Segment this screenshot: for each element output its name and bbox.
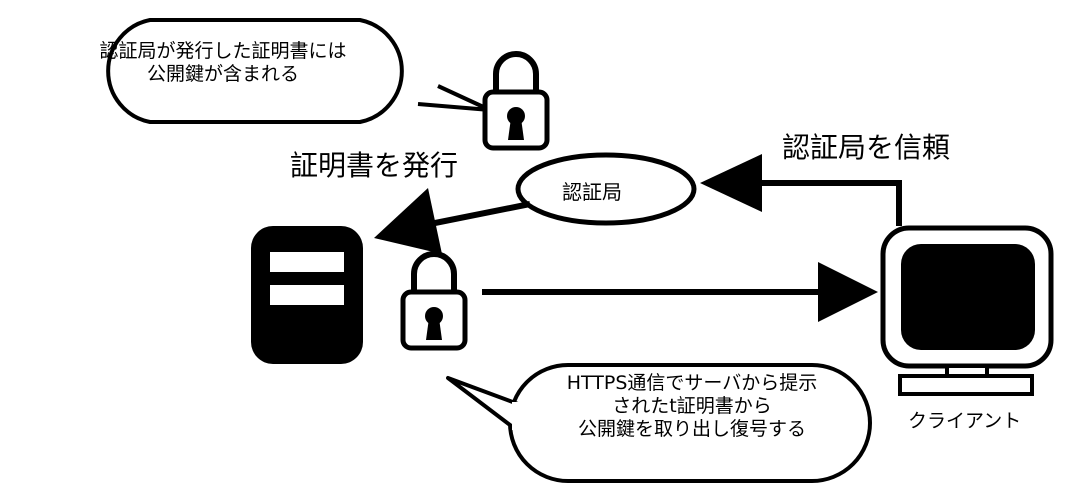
bottom-bubble-line: されたt証明書から [612,395,772,418]
issue-arrow [374,188,531,254]
server-icon [251,226,363,364]
top-bubble-line: 認証局が発行した証明書には [99,40,347,62]
ca-label: 認証局 [562,180,622,204]
top-bubble-line: 公開鍵が含まれる [146,63,299,86]
bottom-speech-bubble [446,363,872,483]
client-label: クライアント [908,410,1022,432]
trust-ca-label: 認証局を信頼 [782,131,951,164]
top-bubble-text: 認証局が発行した証明書には 公開鍵が含まれる [44,40,402,86]
bottom-bubble-line: 公開鍵を取り出し復号する [577,418,806,441]
padlock-icon [482,51,550,151]
trust-arrow [700,154,902,226]
monitor-icon [880,225,1054,396]
bottom-bubble-line: HTTPS通信でサーバから提示 [566,372,818,394]
issue-cert-label: 証明書を発行 [290,149,459,182]
top-speech-bubble [106,18,492,124]
padlock-icon [400,251,468,351]
bottom-bubble-text: HTTPS通信でサーバから提示 されたt証明書から 公開鍵を取り出し復号する [520,372,864,442]
connection-arrow [482,262,878,322]
ca-ellipse [515,152,697,226]
